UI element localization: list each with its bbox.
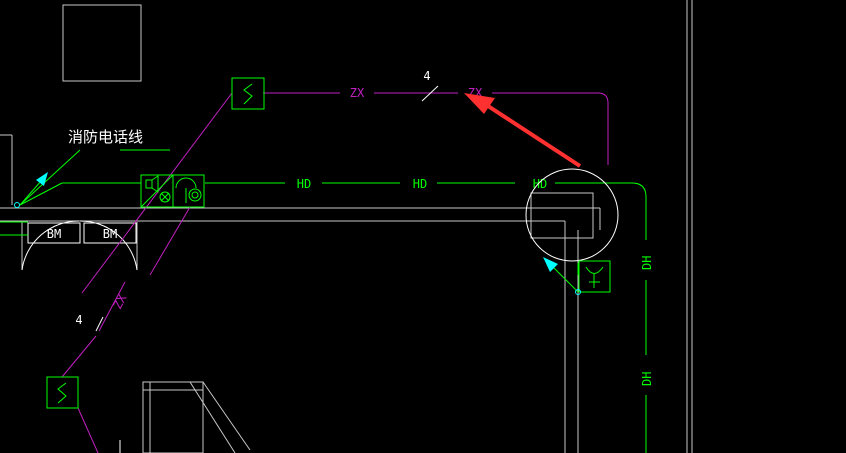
hd-dh-wiring: [0, 149, 647, 453]
fire-phone-line-annotation: 消防电话线: [68, 128, 143, 146]
dh-label-2: DH: [640, 372, 654, 386]
zx-label-1: ZX: [350, 86, 365, 100]
detector-range-circle: [525, 168, 619, 262]
device-cluster: [140, 174, 205, 208]
zx-label-3: ZX: [110, 291, 130, 311]
bm-cabinet-2: BM: [83, 222, 137, 244]
building-walls: [0, 0, 693, 453]
door-swings: [21, 220, 138, 271]
detector-box: [578, 260, 611, 293]
module-box-top: [231, 77, 265, 110]
shaft-box: [530, 192, 594, 239]
svg-text:BM: BM: [103, 227, 117, 241]
bm-cabinet-1: BM: [27, 222, 81, 244]
conduit-count-top: 4: [423, 69, 430, 83]
conduit-count-left: 4: [75, 313, 82, 327]
module-box-bottom: [46, 376, 79, 409]
cyan-leaders: [14, 172, 581, 295]
hd-label-1: HD: [297, 177, 311, 191]
svg-text:BM: BM: [47, 227, 61, 241]
dh-label-1: DH: [640, 256, 654, 270]
zx-wire-ticks: [95, 85, 439, 332]
hd-label-2: HD: [413, 177, 427, 191]
column-box-top: [62, 4, 142, 82]
red-highlight-arrow: [464, 93, 582, 168]
zx-wiring: [61, 92, 609, 453]
hd-label-3: HD: [533, 177, 547, 191]
